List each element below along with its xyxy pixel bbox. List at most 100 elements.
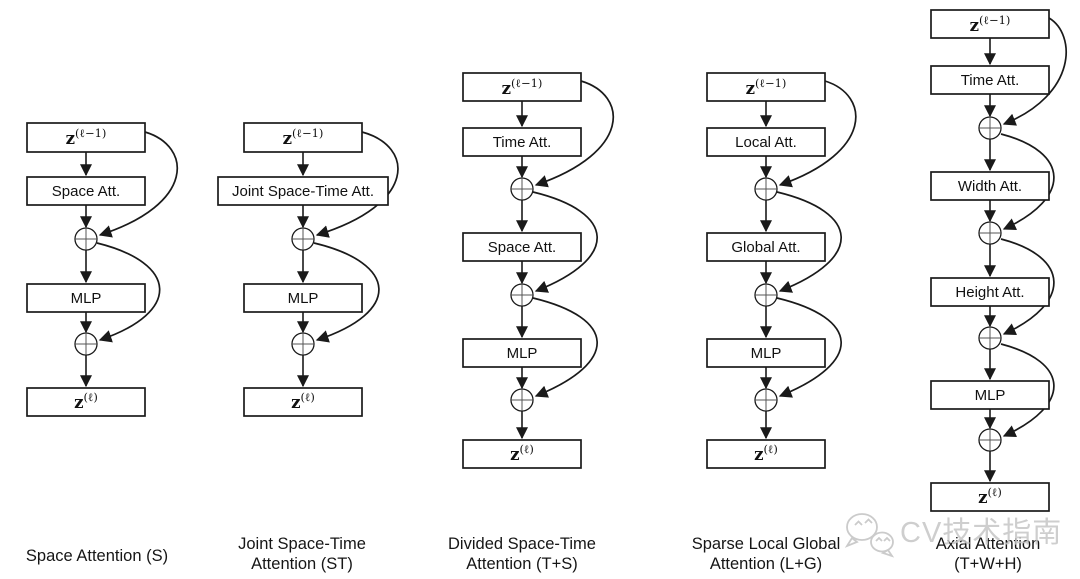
tensor-label: z(ℓ): [978, 485, 1002, 507]
box-label: Global Att.: [731, 239, 800, 256]
block-height-att: Height Att.: [930, 277, 1050, 307]
skip-arrow: [1000, 133, 1055, 231]
box: [243, 122, 363, 153]
block-mlp: MLP: [930, 380, 1050, 410]
box: [462, 72, 582, 102]
block-local-att: Local Att.: [706, 127, 826, 157]
block-tensor-input: z(ℓ−1): [706, 72, 826, 102]
box: [462, 232, 582, 262]
skip-arrow: [1002, 17, 1067, 126]
wechat-bubble-large-tail: [844, 536, 859, 548]
column-axial-attention: z(ℓ−1) Time Att. Width Att. Height Att.: [930, 9, 1067, 573]
sum-node: [978, 221, 1002, 245]
block-global-att: Global Att.: [706, 232, 826, 262]
block-mlp: MLP: [462, 338, 582, 368]
block-tensor-input: z(ℓ−1): [462, 72, 582, 102]
sum-node: [754, 177, 778, 201]
block-mlp: MLP: [243, 283, 363, 313]
skip-arrow: [778, 80, 857, 188]
box: [462, 127, 582, 157]
watermark: CV技术指南: [844, 513, 1061, 558]
column-joint-space-time: z(ℓ−1) Joint Space-Time Att. MLP z(ℓ) Jo…: [217, 122, 399, 573]
block-space-att: Space Att.: [462, 232, 582, 262]
box: [706, 439, 826, 469]
box: [930, 171, 1050, 201]
tensor-label: z(ℓ−1): [283, 126, 324, 148]
tensor-label: z(ℓ−1): [970, 13, 1011, 35]
sum-node: [754, 283, 778, 307]
skip-arrow: [96, 242, 161, 343]
box-label: MLP: [975, 387, 1006, 404]
box-label: Time Att.: [961, 72, 1020, 89]
skip-arrow: [98, 131, 178, 238]
caption-joint-space-time: Joint Space-Time: [238, 535, 366, 553]
block-tensor-output: z(ℓ): [706, 439, 826, 469]
box: [26, 387, 146, 417]
tensor-label: z(ℓ): [754, 442, 778, 464]
caption-axial-attention-line2: (T+W+H): [954, 555, 1022, 573]
box-label: Width Att.: [958, 178, 1022, 195]
caption-divided-space-time-line2: Attention (T+S): [466, 555, 577, 573]
wechat-eye: [883, 536, 891, 542]
block-time-att: Time Att.: [930, 65, 1050, 95]
box: [706, 72, 826, 102]
box-label: MLP: [751, 345, 782, 362]
box-label: MLP: [507, 345, 538, 362]
box: [930, 65, 1050, 95]
tensor-label: z(ℓ−1): [746, 76, 787, 98]
caption-space-attention: Space Attention (S): [26, 547, 168, 565]
block-tensor-input: z(ℓ−1): [243, 122, 363, 153]
block-tensor-output: z(ℓ): [462, 439, 582, 469]
block-tensor-input: z(ℓ−1): [930, 9, 1050, 39]
wechat-eye: [875, 536, 883, 542]
box-label: Time Att.: [493, 134, 552, 151]
box-label: Space Att.: [52, 183, 120, 200]
box-label: MLP: [71, 290, 102, 307]
sum-node: [74, 332, 98, 356]
box: [706, 127, 826, 157]
box-label: Height Att.: [955, 284, 1024, 301]
tensor-label: z(ℓ): [510, 442, 534, 464]
caption-sparse-local-global-line2: Attention (L+G): [710, 555, 822, 573]
sum-node: [978, 116, 1002, 140]
column-divided-space-time: z(ℓ−1) Time Att. Space Att. MLP: [448, 72, 614, 573]
tensor-label: z(ℓ): [74, 390, 98, 412]
box: [26, 283, 146, 313]
box: [26, 176, 146, 206]
tensor-label: z(ℓ): [291, 390, 315, 412]
skip-arrow: [313, 242, 380, 343]
box: [462, 338, 582, 368]
wechat-eye: [854, 520, 863, 526]
block-tensor-output: z(ℓ): [243, 387, 363, 417]
block-width-att: Width Att.: [930, 171, 1050, 201]
block-time-att: Time Att.: [462, 127, 582, 157]
sum-node: [510, 177, 534, 201]
wechat-bubble-small: [870, 531, 894, 553]
wechat-bubble-small-tail: [880, 548, 895, 558]
sum-node: [754, 388, 778, 412]
caption-divided-space-time: Divided Space-Time: [448, 535, 596, 553]
caption-joint-space-time-line2: Attention (ST): [251, 555, 353, 573]
box-label: Local Att.: [735, 134, 797, 151]
skip-arrow: [1000, 238, 1055, 336]
block-mlp: MLP: [706, 338, 826, 368]
skip-arrow: [776, 191, 842, 293]
skip-arrow: [532, 191, 598, 293]
sum-node: [510, 283, 534, 307]
sum-node: [74, 227, 98, 251]
caption-sparse-local-global: Sparse Local Global: [692, 535, 841, 553]
column-space-attention: z(ℓ−1) Space Att. MLP z(ℓ) Space Attenti…: [26, 122, 178, 565]
skip-arrow: [776, 297, 842, 398]
box: [930, 277, 1050, 307]
skip-arrow: [1000, 343, 1055, 438]
wechat-eye: [864, 518, 873, 524]
box-label: Space Att.: [488, 239, 556, 256]
caption-axial-attention: Axial Attention: [936, 535, 1041, 553]
tensor-label: z(ℓ−1): [502, 76, 543, 98]
skip-arrow: [532, 297, 598, 398]
skip-arrow: [315, 131, 399, 238]
box: [217, 176, 389, 206]
box: [706, 338, 826, 368]
